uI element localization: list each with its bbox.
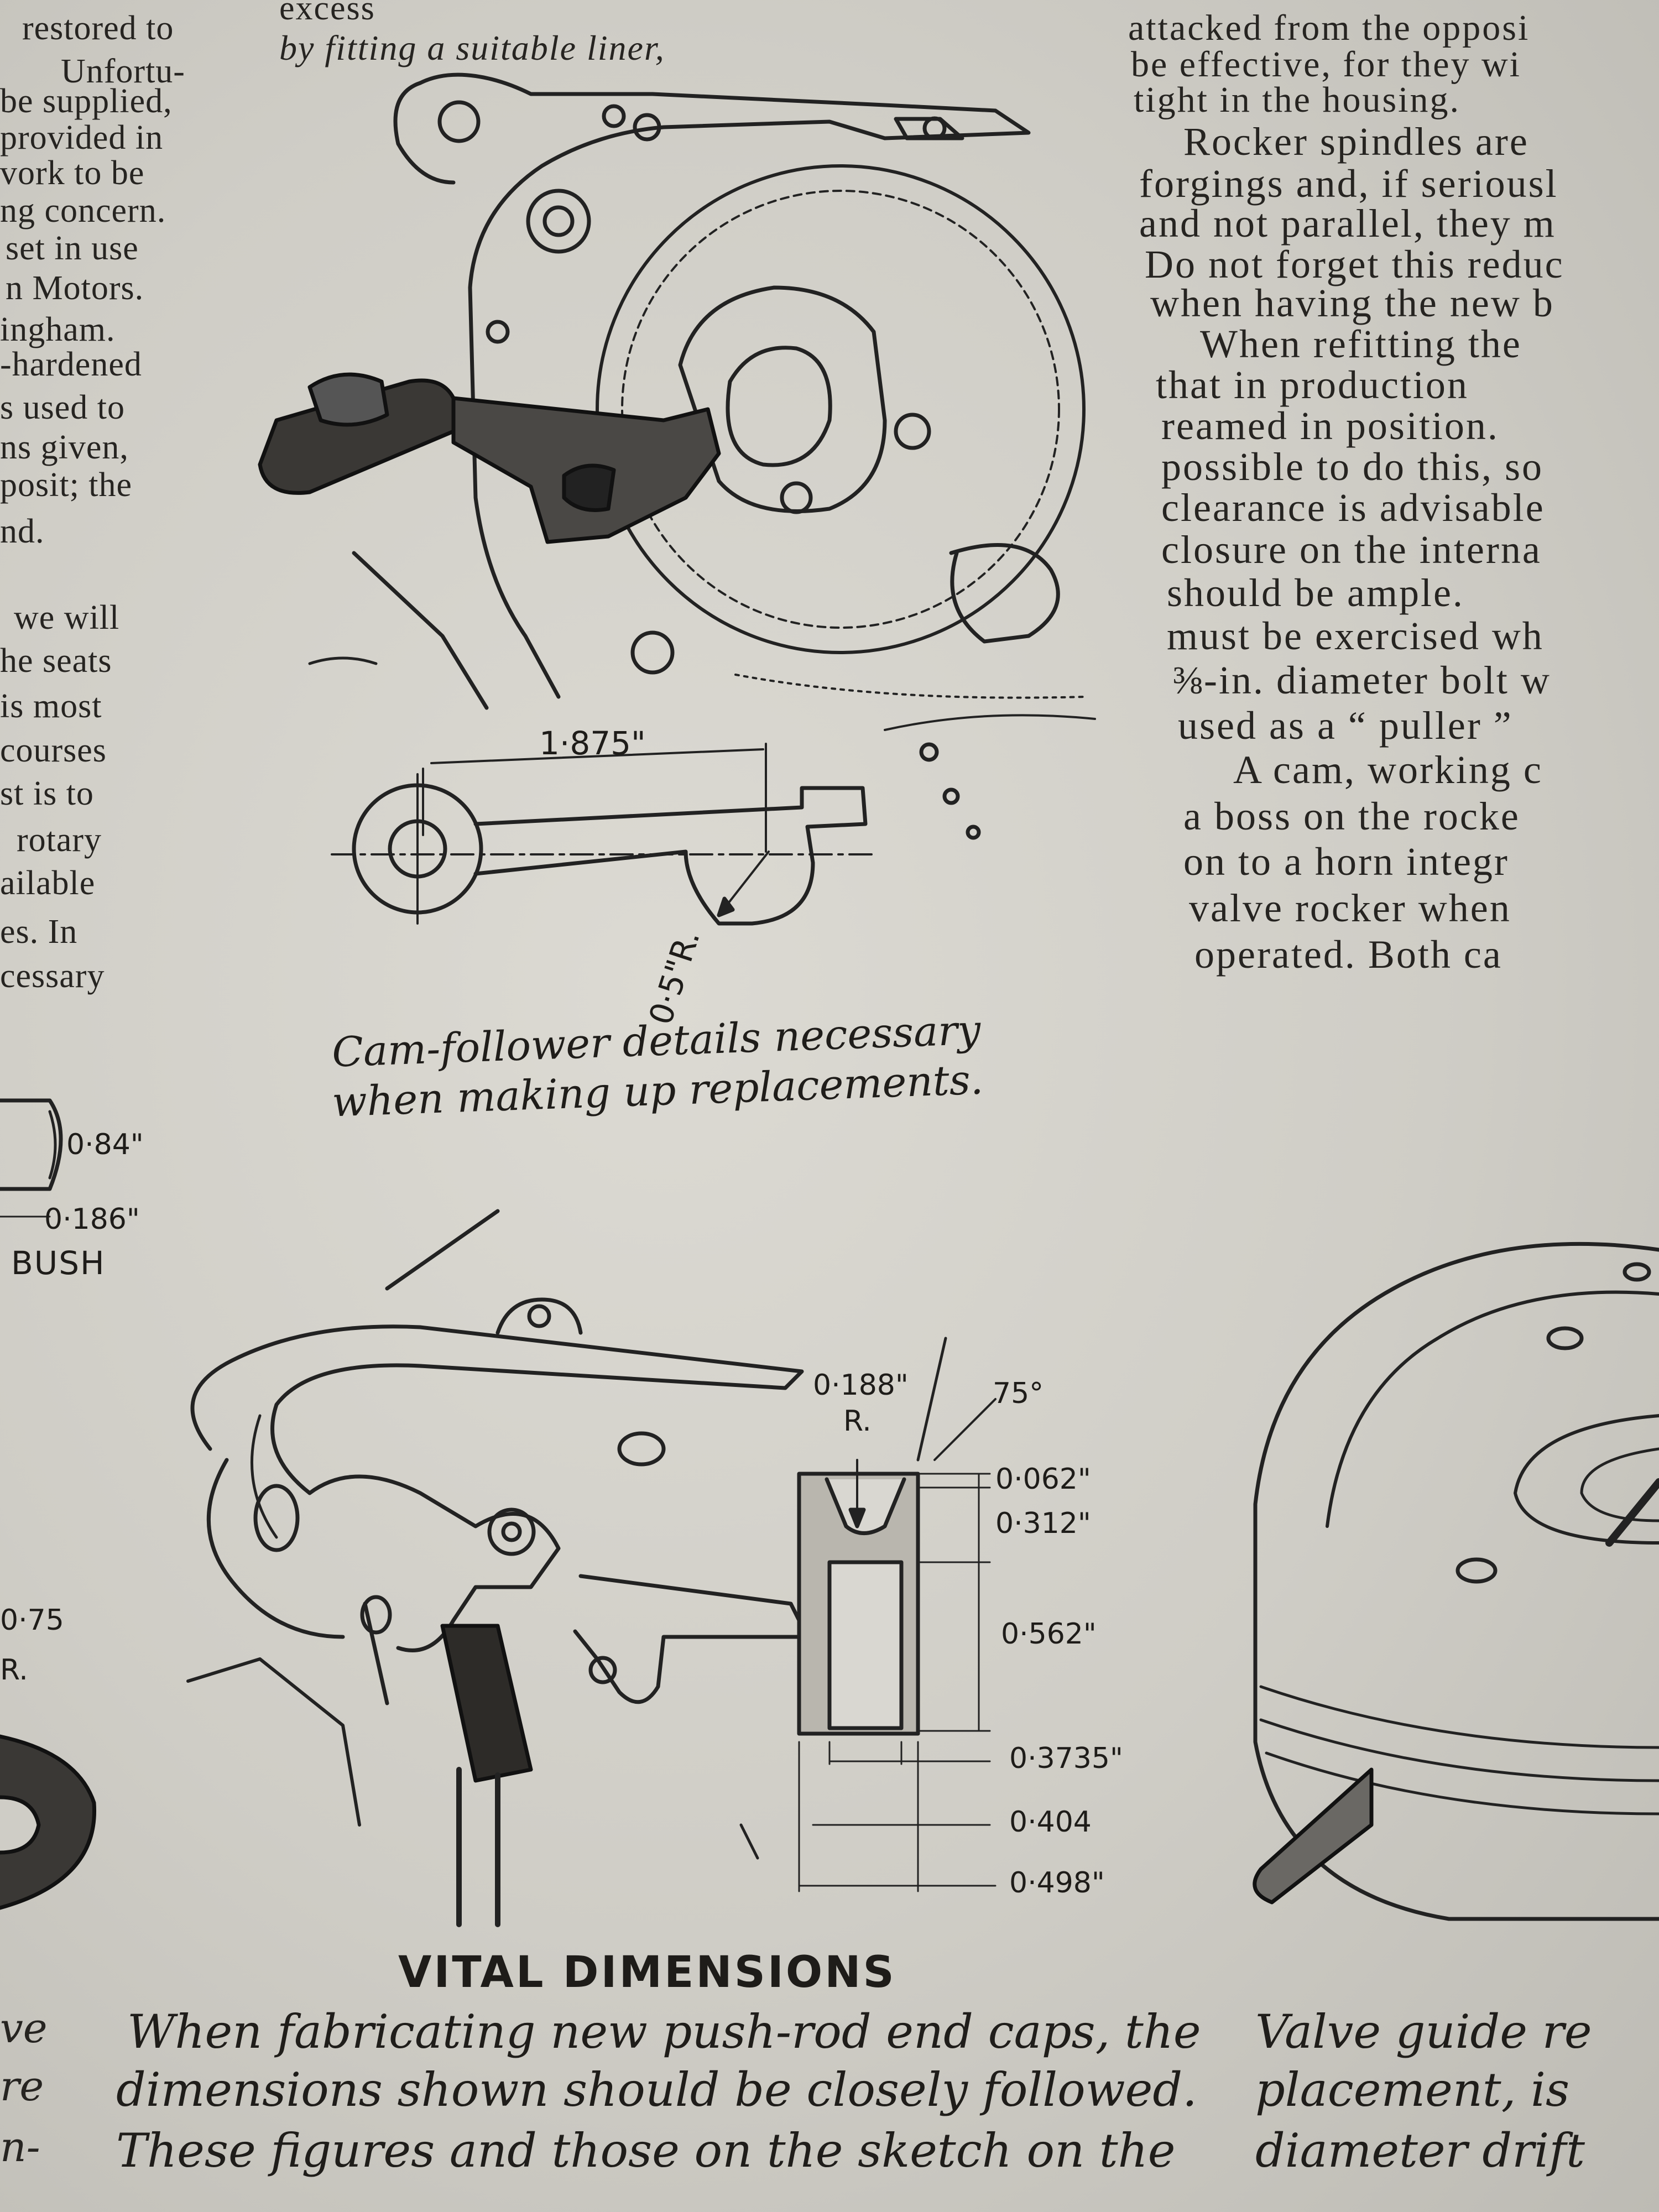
left-line: vork to be (0, 154, 145, 192)
rocker-dimension-label: 0·75 (0, 1604, 64, 1637)
left-line: set in use (6, 229, 139, 267)
right-line: closure on the interna (1161, 528, 1542, 572)
figure-caption: These figures and those on the sketch on… (116, 2124, 1176, 2178)
right-line: and not parallel, they m (1139, 201, 1556, 246)
right-line: that in production (1156, 363, 1469, 407)
end-cap-radius-label: 0·188" (813, 1369, 909, 1402)
text-line: by fitting a suitable liner, (279, 28, 665, 67)
left-line: we will (14, 599, 120, 637)
end-cap-angle-label: 75° (993, 1377, 1044, 1410)
left-line: courses (0, 732, 107, 769)
right-line: Do not forget this reduc (1145, 242, 1564, 286)
figure-caption: Valve guide re (1255, 2005, 1592, 2059)
end-cap-radius-label: R. (843, 1405, 872, 1438)
right-line: a boss on the rocke (1183, 794, 1520, 838)
right-line: ⅜-in. diameter bolt w (1172, 658, 1551, 702)
left-line: n Motors. (6, 269, 144, 307)
left-line: ingham. (0, 311, 116, 348)
bush-label: BUSH (11, 1244, 106, 1282)
bush-dimension-label: 0·84" (66, 1128, 144, 1161)
end-cap-dimension-label: 0·404 (1009, 1806, 1092, 1839)
right-line: A cam, working c (1233, 748, 1543, 792)
right-line: when having the new b (1150, 281, 1554, 325)
left-line: -hardened (0, 346, 142, 383)
right-line: valve rocker when (1189, 886, 1511, 930)
rocker-arm-drawing (186, 1209, 810, 1927)
figure-caption: diameter drift (1255, 2124, 1585, 2178)
left-line: st is to (0, 775, 94, 812)
right-line: used as a “ puller ” (1178, 703, 1513, 748)
right-line: operated. Both ca (1194, 932, 1503, 977)
right-line: be effective, for they wi (1131, 44, 1521, 85)
figure-caption: When fabricating new push-rod end caps, … (127, 2005, 1201, 2059)
right-line: possible to do this, so (1161, 445, 1544, 489)
length-dimension-label: 1·875" (539, 724, 646, 762)
left-line: nd. (0, 513, 45, 550)
left-line: rotary (17, 821, 102, 859)
left-line: ailable (0, 864, 96, 902)
left-line: restored to (22, 9, 174, 47)
right-line: attacked from the opposi (1128, 8, 1530, 48)
left-line: be supplied, (0, 82, 173, 120)
figure-caption: placement, is (1255, 2063, 1570, 2117)
left-line: ng concern. (0, 192, 166, 229)
right-line: When refitting the (1200, 322, 1522, 366)
text-line: excess (279, 0, 375, 27)
caption-fragment: re (0, 2063, 44, 2110)
left-line: posit; the (0, 466, 133, 504)
left-line: he seats (0, 642, 112, 680)
bush-drawing (0, 1098, 97, 1910)
timing-case-drawing (258, 72, 1096, 731)
left-line: ns given, (0, 429, 129, 466)
left-line: is most (0, 687, 102, 725)
right-line: should be ample. (1167, 571, 1464, 615)
right-line: must be exercised wh (1167, 614, 1544, 658)
rocker-dimension-label: R. (0, 1653, 28, 1687)
right-line: forgings and, if seriousl (1139, 161, 1558, 206)
left-line: cessary (0, 957, 105, 995)
end-cap-dimension-label: 0·312" (995, 1507, 1091, 1540)
end-cap-dimension-label: 0·062" (995, 1463, 1091, 1496)
left-line: provided in (0, 119, 164, 156)
figure-caption: dimensions shown should be closely follo… (116, 2063, 1197, 2117)
right-line: tight in the housing. (1134, 80, 1460, 120)
cylinder-head-drawing (1253, 1241, 1659, 1921)
bush-dimension-label: 0·186" (44, 1203, 140, 1236)
end-cap-dimension-label: 0·498" (1009, 1866, 1105, 1900)
right-line: on to a horn integr (1183, 839, 1509, 884)
caption-fragment: ve (0, 2005, 48, 2052)
right-line: clearance is advisable (1161, 486, 1545, 530)
left-line: s used to (0, 389, 125, 426)
right-line: reamed in position. (1161, 404, 1499, 448)
right-line: Rocker spindles are (1183, 119, 1529, 164)
end-cap-dimension-drawing (797, 1337, 997, 1892)
cam-follower-dimension-drawing (331, 742, 981, 926)
end-cap-dimension-label: 0·562" (1001, 1618, 1097, 1651)
caption-fragment: n- (0, 2124, 40, 2171)
left-line: es. In (0, 913, 78, 951)
section-heading: VITAL DIMENSIONS (398, 1948, 896, 1997)
left-line: Unfortu- (61, 53, 185, 90)
end-cap-dimension-label: 0·3735" (1009, 1742, 1123, 1775)
